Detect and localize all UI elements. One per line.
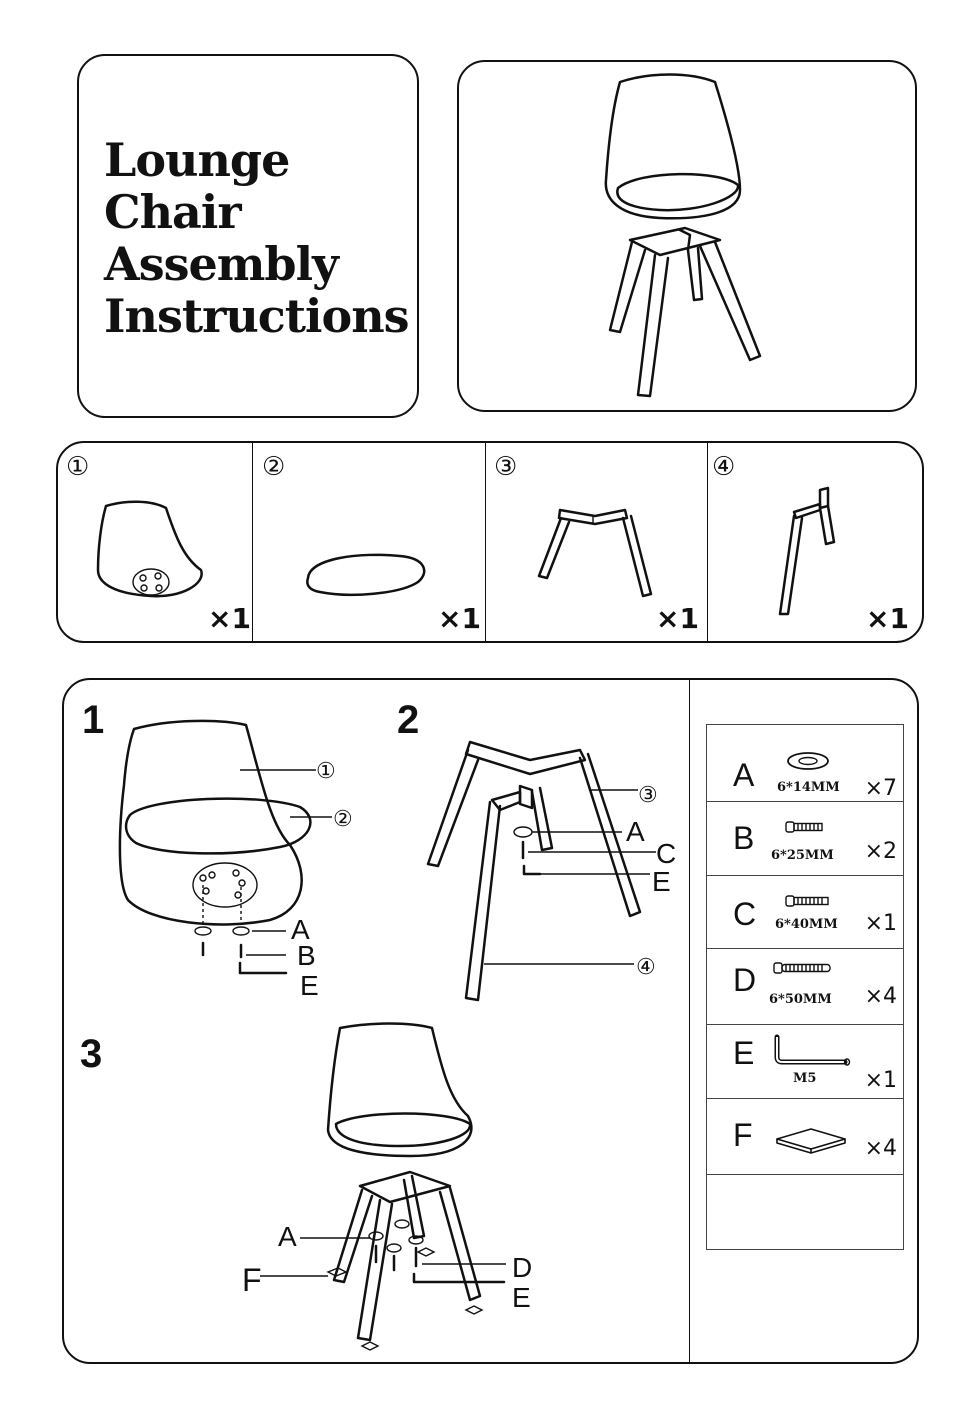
part-letter: F <box>733 1117 753 1153</box>
parts-row: E M5 ×1 <box>707 1025 903 1099</box>
callout-label: ② <box>333 806 353 831</box>
assembly-panel <box>62 678 919 1364</box>
callout-label: ③ <box>638 782 658 807</box>
part-size: 6*14MM <box>777 780 840 795</box>
seat-cushion-icon <box>306 553 426 596</box>
callout-label: E <box>512 1282 531 1313</box>
leg-frame-icon <box>537 508 653 598</box>
medium-screw-icon <box>785 895 829 907</box>
callout-label: E <box>652 866 671 897</box>
parts-row: F ×4 <box>707 1099 903 1175</box>
divider <box>689 679 690 1363</box>
callout-label: ④ <box>636 954 656 979</box>
parts-row: A 6*14MM ×7 <box>707 725 903 802</box>
front-leg-pair-icon <box>778 486 836 616</box>
component-number: ③ <box>494 452 518 482</box>
part-quantity: ×1 <box>864 1068 897 1093</box>
part-quantity: ×1 <box>864 911 897 936</box>
components-panel <box>56 441 924 643</box>
assembled-chair-illustration <box>604 73 762 398</box>
part-letter: C <box>733 896 757 932</box>
component-quantity: ×1 <box>866 602 909 635</box>
callout-label: B <box>297 940 316 971</box>
title-line: Assembly <box>104 237 339 291</box>
component-quantity: ×1 <box>438 602 481 635</box>
callout-label: A <box>626 816 645 847</box>
part-letter: D <box>733 962 757 998</box>
callout-label: A <box>291 914 310 945</box>
divider <box>485 442 486 642</box>
component-quantity: ×1 <box>656 602 699 635</box>
part-letter: A <box>733 757 755 793</box>
step-1-diagram <box>118 719 332 975</box>
allen-key-icon <box>774 1034 851 1066</box>
part-quantity: ×4 <box>864 1136 897 1161</box>
step-number: 1 <box>82 698 105 742</box>
step-3-diagram <box>260 1022 506 1351</box>
part-letter: E <box>733 1035 755 1071</box>
callout-label: A <box>278 1221 297 1252</box>
parts-row: C 6*40MM ×1 <box>707 876 903 949</box>
callout-label: F <box>242 1262 262 1298</box>
step-number: 3 <box>80 1032 103 1076</box>
part-size: 6*40MM <box>775 917 838 932</box>
short-screw-icon <box>785 821 823 833</box>
part-size: 6*25MM <box>771 848 834 863</box>
long-screw-icon <box>773 962 831 974</box>
parts-row: D 6*50MM ×4 <box>707 949 903 1025</box>
part-quantity: ×2 <box>864 839 897 864</box>
title-line: Chair <box>104 185 242 239</box>
title-line: Instructions <box>104 289 410 343</box>
seat-shell-icon <box>96 500 203 598</box>
parts-row: B 6*25MM ×2 <box>707 802 903 876</box>
part-letter: B <box>733 820 755 856</box>
divider <box>252 442 253 642</box>
page-title: Lounge Chair Assembly Instructions <box>104 133 410 343</box>
foot-pad-icon <box>776 1128 846 1154</box>
divider <box>707 442 708 642</box>
title-line: Lounge <box>104 133 290 187</box>
part-quantity: ×4 <box>864 984 897 1009</box>
callout-label: E <box>300 970 319 1001</box>
callout-label: C <box>656 838 677 869</box>
callout-label: D <box>512 1252 533 1283</box>
step-2-diagram <box>426 740 656 1002</box>
step-number: 2 <box>397 698 420 742</box>
part-size: M5 <box>793 1071 817 1086</box>
component-quantity: ×1 <box>208 602 251 635</box>
part-size: 6*50MM <box>769 992 832 1007</box>
component-number: ① <box>66 452 90 482</box>
component-number: ④ <box>712 452 736 482</box>
part-quantity: ×7 <box>864 776 897 801</box>
callout-label: ① <box>316 758 336 783</box>
chair-preview-panel <box>457 60 917 412</box>
parts-list: A 6*14MM ×7 B 6*25MM ×2 C 6*40MM ×1 D <box>706 724 904 1250</box>
title-panel <box>77 54 419 418</box>
component-number: ② <box>262 452 286 482</box>
washer-icon <box>787 752 829 770</box>
